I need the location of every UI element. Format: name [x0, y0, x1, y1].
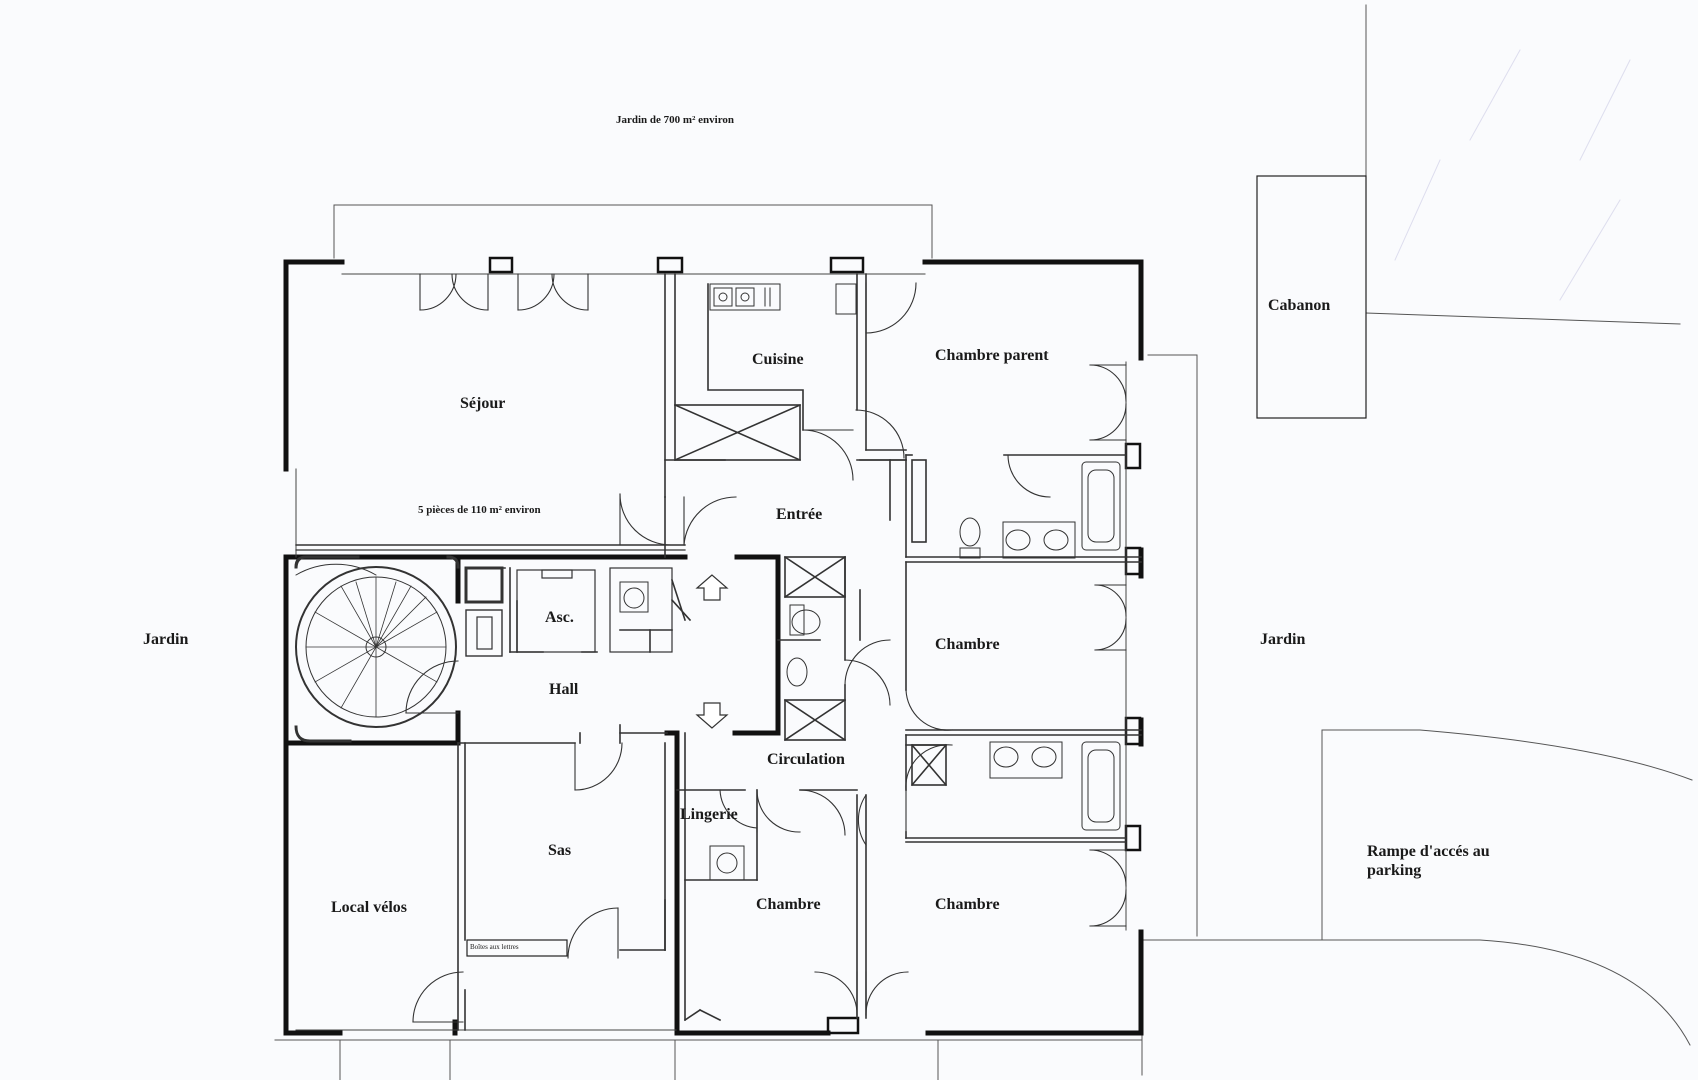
mailbox-label: Boîtes aux lettres	[470, 943, 519, 951]
room-label-chambre-south-left: Chambre	[756, 896, 821, 913]
interior-walls	[457, 273, 1142, 1031]
room-label-chambre-parent: Chambre parent	[935, 347, 1049, 364]
window-pillars	[488, 256, 1142, 1035]
spiral-staircase	[294, 555, 460, 743]
site-context-lines	[274, 4, 1693, 1081]
room-label-sas: Sas	[548, 842, 572, 859]
hall-arrows	[695, 574, 729, 729]
mailbox-rack	[466, 939, 568, 957]
room-label-chambre: Chambre	[935, 636, 1000, 653]
outside-label-cabanon: Cabanon	[1268, 297, 1331, 314]
room-label-circulation: Circulation	[767, 751, 845, 768]
apartment-summary-label: 5 pièces de 110 m² environ	[418, 504, 541, 516]
room-label-chambre-south-right: Chambre	[935, 896, 1000, 913]
room-label-sejour: Séjour	[460, 395, 506, 412]
room-label-entree: Entrée	[776, 506, 823, 523]
garden-area-label: Jardin de 700 m² environ	[616, 114, 734, 126]
bathroom-fixtures	[619, 461, 1121, 881]
outside-label-jardin-east: Jardin	[1260, 631, 1306, 648]
kitchen-fixtures	[709, 283, 857, 315]
room-label-local-velos: Local vélos	[331, 899, 407, 916]
room-label-cuisine: Cuisine	[752, 351, 804, 368]
cabanon-shed	[1256, 175, 1367, 419]
facade-thin	[295, 273, 1127, 1031]
room-label-asc: Asc.	[545, 609, 574, 626]
door-swings	[405, 273, 1127, 1023]
room-label-lingerie: Lingerie	[680, 806, 738, 823]
faint-hatch	[1394, 49, 1631, 301]
outside-label-jardin-west: Jardin	[143, 631, 189, 648]
exterior-walls	[283, 259, 1144, 1036]
outside-label-rampe: Rampe d'accés au parking	[1367, 843, 1490, 880]
room-label-hall: Hall	[549, 681, 579, 698]
